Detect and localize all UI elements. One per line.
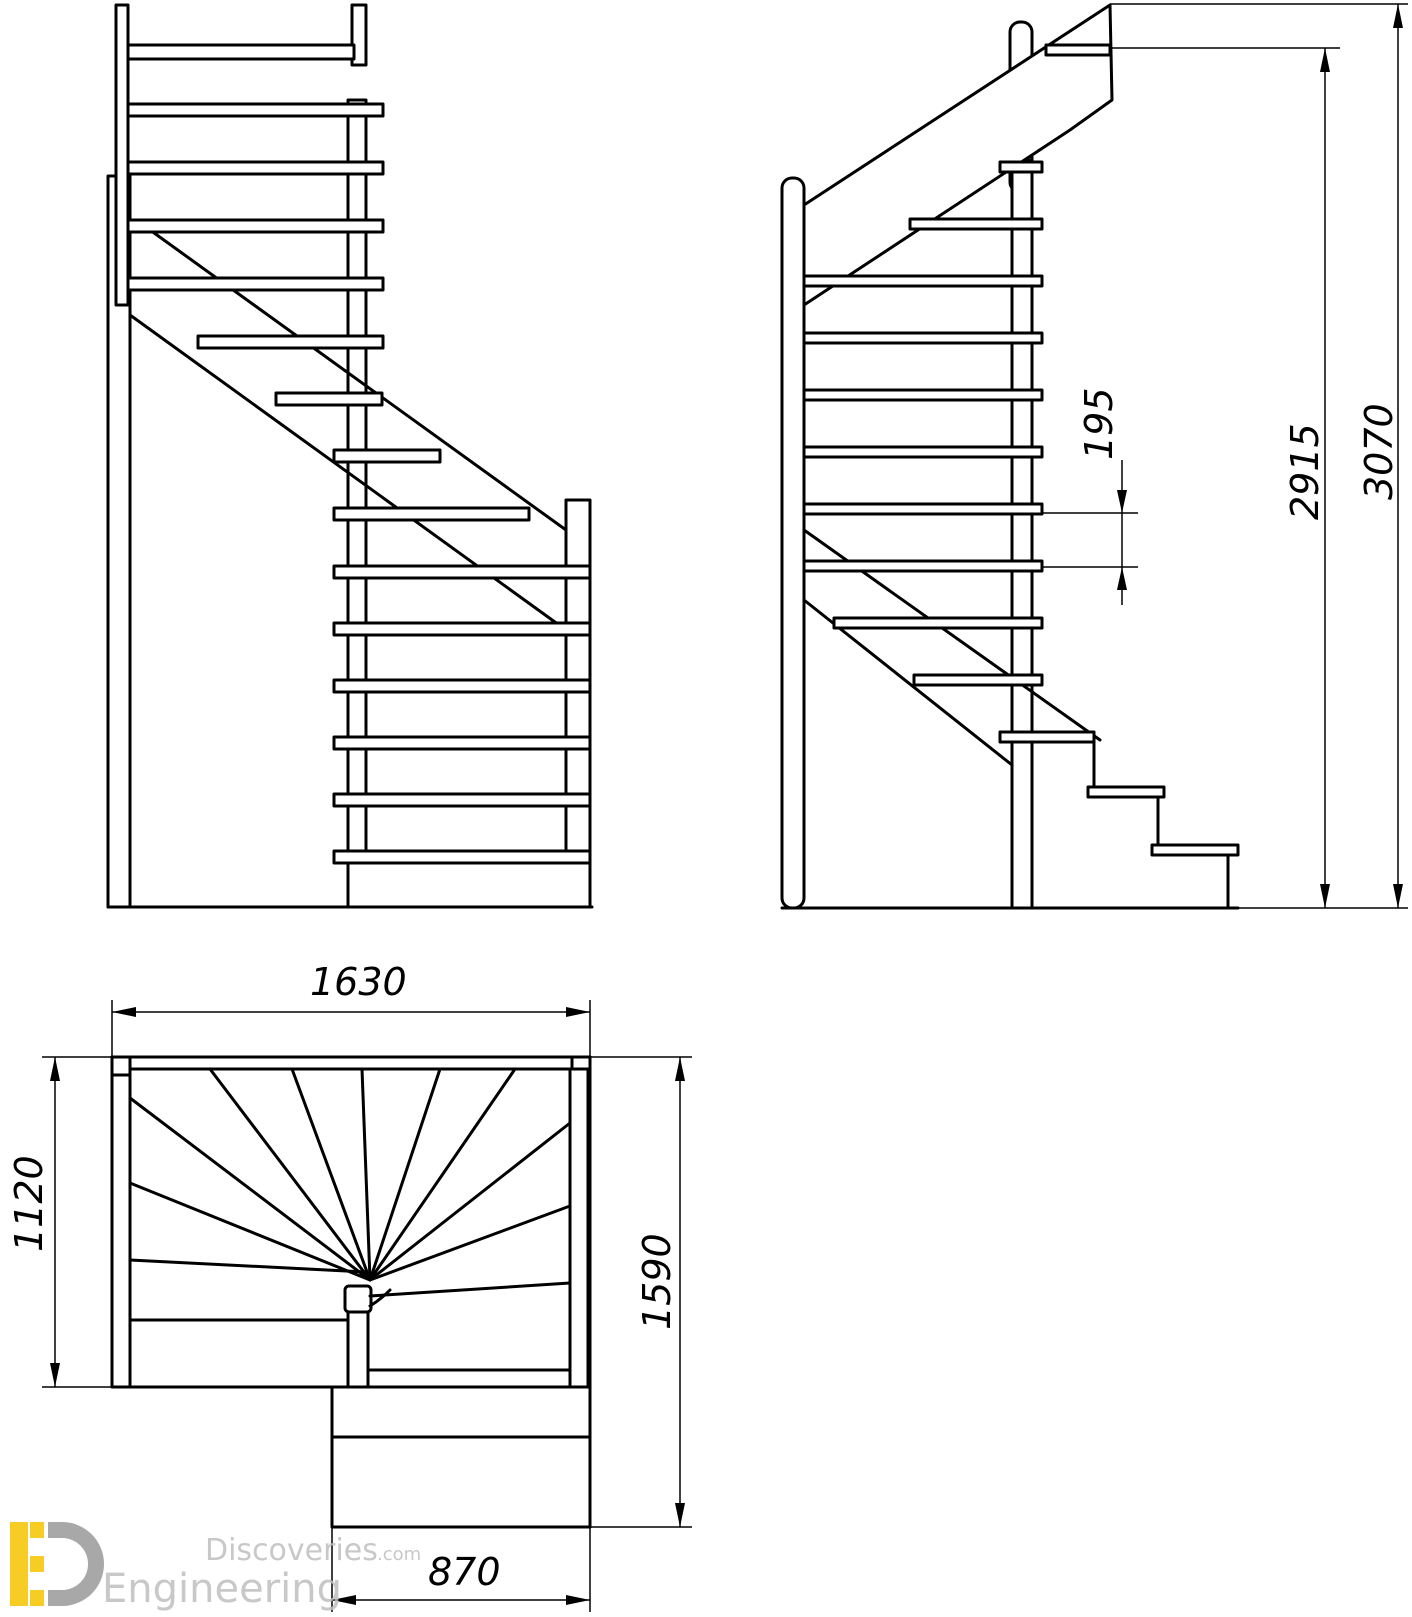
dim-plan-depth: 1120 xyxy=(7,1056,112,1388)
dim-plan-total-depth: 1590 xyxy=(590,1056,692,1528)
plan-right-rail xyxy=(568,1067,590,1389)
side-landing-edge xyxy=(1044,43,1112,57)
side-stringer xyxy=(802,3,1114,307)
bottom-step xyxy=(346,861,592,909)
side-bottom-steps xyxy=(1092,740,1230,910)
tread xyxy=(126,160,385,176)
plan-corner-post-left xyxy=(110,1055,132,1077)
side-elevation: 195 2915 3070 xyxy=(780,3,1408,910)
side-tread xyxy=(802,388,1044,402)
side-tread xyxy=(908,217,1044,231)
winder-tread xyxy=(196,334,385,350)
plan-tread-line xyxy=(128,1258,368,1274)
tread xyxy=(126,276,385,292)
dim-plan-total-depth-label: 1590 xyxy=(635,1233,679,1330)
logo-text-discoveries: Discoveries xyxy=(205,1533,378,1568)
plan-top-rail xyxy=(110,1055,592,1071)
dim-bottom-flight: 870 xyxy=(331,1527,591,1612)
upper-left-post xyxy=(114,3,130,307)
dim-riser-label: 195 xyxy=(1077,387,1121,460)
side-left-post xyxy=(780,176,806,910)
tread xyxy=(126,218,385,234)
winder-tread xyxy=(332,506,531,522)
plan-winder-lines xyxy=(128,1067,572,1308)
dim-plan-width-label: 1630 xyxy=(310,960,407,1004)
logo-bar-bottom xyxy=(30,1590,44,1606)
top-rail xyxy=(126,43,356,61)
side-tread xyxy=(998,160,1044,174)
logo-bar xyxy=(10,1522,28,1606)
dim-plan-width: 1630 xyxy=(111,960,591,1057)
side-tread xyxy=(802,559,1044,573)
logo-text-domain: .com xyxy=(377,1544,421,1565)
logo-bar-mid xyxy=(30,1556,44,1572)
side-tread xyxy=(1150,843,1240,857)
plan-newel-cap xyxy=(343,1284,373,1314)
tread xyxy=(332,564,592,580)
logo-text-engineering: Engineering xyxy=(102,1566,342,1612)
engineering-discoveries-logo: Discoveries .com Engineering xyxy=(10,1522,421,1612)
logo-d-arc xyxy=(48,1522,104,1606)
side-tread xyxy=(998,730,1096,744)
side-tread xyxy=(802,331,1044,345)
side-tread xyxy=(802,502,1044,516)
tread xyxy=(332,792,592,808)
dim-landing: 2915 xyxy=(1110,47,1340,909)
dim-riser: 195 xyxy=(1042,387,1138,605)
tread xyxy=(332,678,592,694)
dim-total-height: 3070 xyxy=(1110,3,1408,909)
dim-total-height-label: 3070 xyxy=(1357,403,1401,500)
tread xyxy=(332,849,592,865)
plan-view: 1630 1120 1590 870 xyxy=(7,960,692,1612)
side-central-post xyxy=(1010,158,1034,910)
side-tread xyxy=(832,616,1044,630)
side-tread xyxy=(802,274,1044,288)
dim-bottom-flight-label: 870 xyxy=(428,1550,501,1594)
side-tread xyxy=(802,445,1044,459)
winder-tread xyxy=(332,448,442,464)
side-tread xyxy=(912,673,1044,687)
side-tread xyxy=(1086,785,1166,799)
front-elevation xyxy=(106,3,594,909)
winder-tread xyxy=(274,391,384,407)
tread xyxy=(126,102,385,118)
logo-bar-top xyxy=(30,1522,44,1538)
dim-landing-label: 2915 xyxy=(1283,423,1327,520)
tread xyxy=(332,621,592,637)
plan-lower-flight xyxy=(330,1385,592,1529)
dim-plan-depth-label: 1120 xyxy=(7,1155,51,1252)
tread xyxy=(332,735,592,751)
